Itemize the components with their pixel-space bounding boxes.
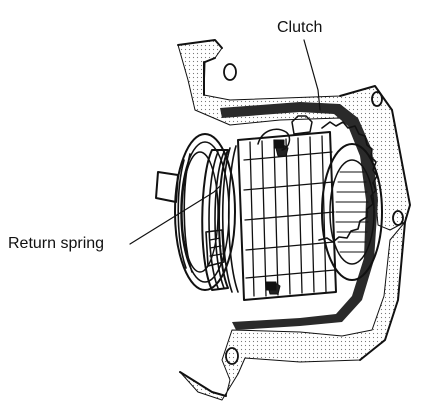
bolt-hole-bottom: [225, 347, 239, 365]
cover-tab: [155, 171, 179, 203]
clutch-bore: [321, 143, 383, 281]
clutch-leader-line: [303, 39, 321, 111]
clutch-label: Clutch: [277, 19, 323, 36]
return-spring-label: Return spring: [8, 235, 105, 252]
bolt-hole-top: [223, 63, 237, 81]
bolt-hole-right: [392, 210, 404, 226]
return-spring-leader-line: [129, 185, 221, 245]
bolt-hole-upper-right: [371, 91, 383, 107]
